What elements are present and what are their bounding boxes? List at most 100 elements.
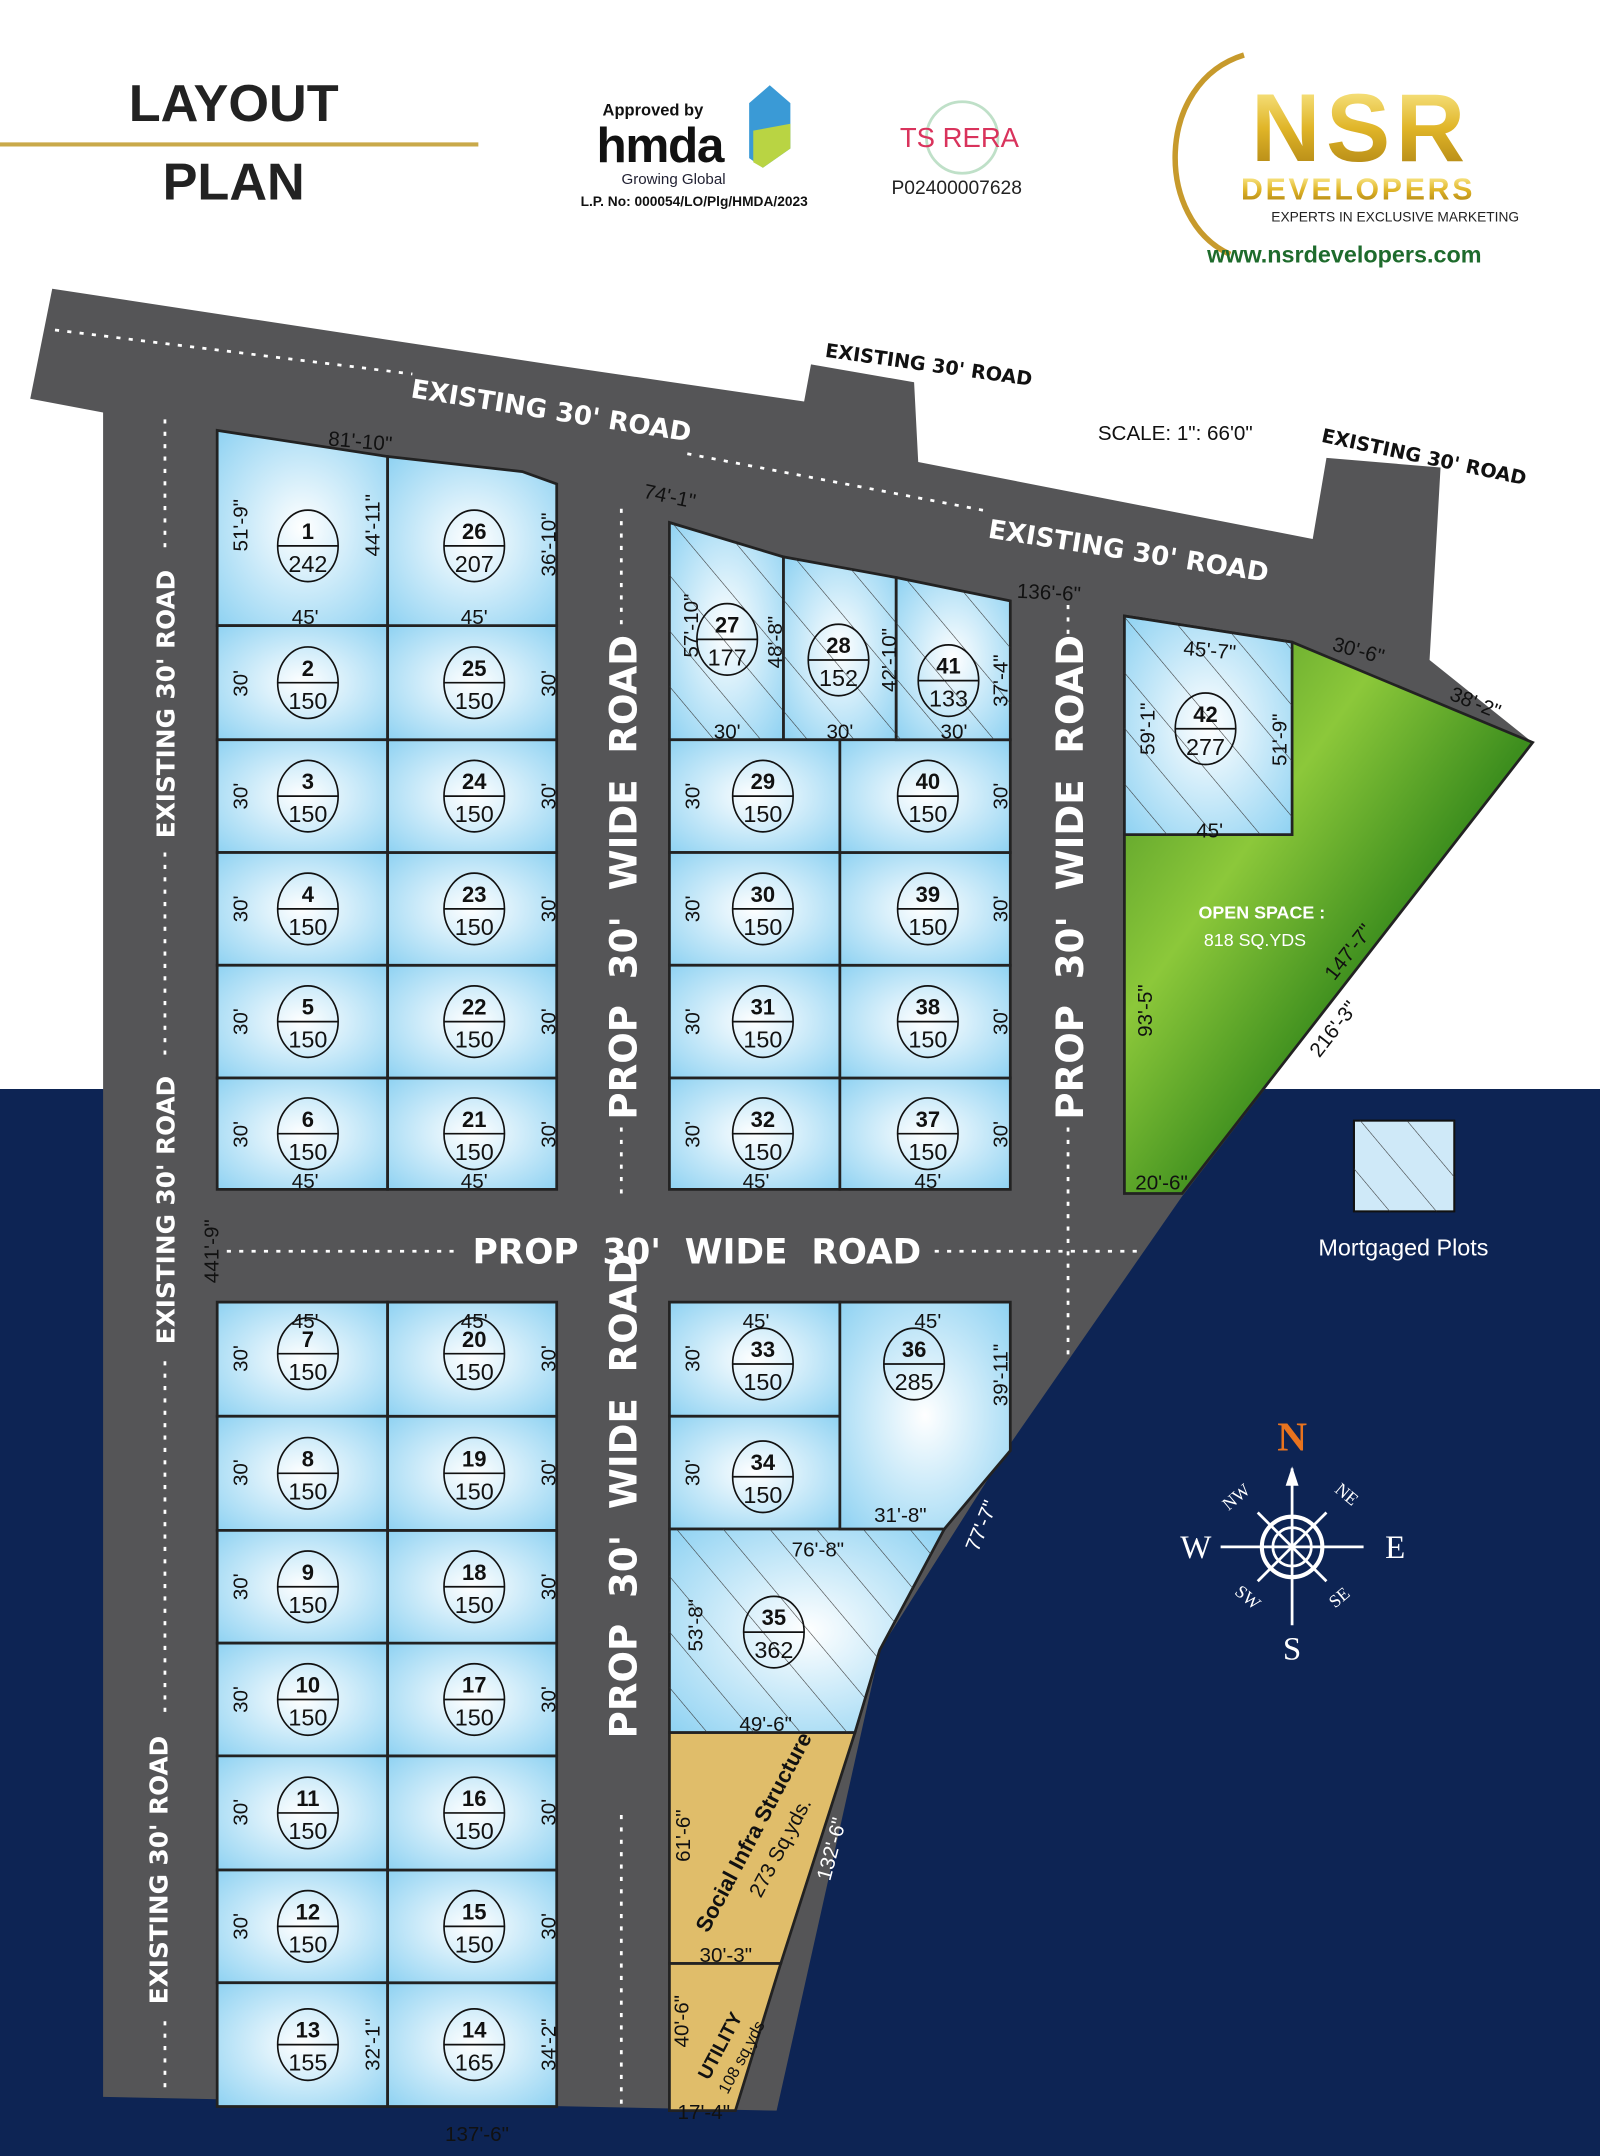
legend: Mortgaged Plots bbox=[1318, 1119, 1488, 1260]
plot-area: 150 bbox=[288, 1818, 327, 1844]
plot-area: 150 bbox=[743, 1369, 782, 1395]
plot-number: 12 bbox=[296, 1899, 320, 1924]
plot-area: 133 bbox=[929, 686, 968, 712]
plot-number: 1 bbox=[302, 519, 314, 544]
dimension-label: 30' bbox=[537, 1913, 560, 1940]
dimension-label: 31'-8" bbox=[874, 1504, 926, 1527]
mortgaged-hatch bbox=[669, 522, 784, 740]
hmda-approved-by: Approved by bbox=[603, 101, 705, 119]
plot-area: 150 bbox=[455, 801, 494, 827]
dimension-label: 30' bbox=[537, 1686, 560, 1713]
plot-area: 150 bbox=[455, 914, 494, 940]
dimension-label: 30' bbox=[990, 1008, 1013, 1035]
plot-shape[interactable] bbox=[838, 1300, 1012, 1531]
road-label-prop-vertical-2: PROP 30' WIDE ROAD bbox=[602, 1254, 645, 1739]
dimension-label: 30' bbox=[682, 1459, 705, 1486]
plot-shape[interactable] bbox=[386, 1300, 559, 1418]
developer-website[interactable]: www.nsrdevelopers.com bbox=[1206, 242, 1481, 268]
plot-number: 18 bbox=[462, 1560, 486, 1585]
dimension-label: 59'-1" bbox=[1137, 702, 1160, 755]
plot-area: 150 bbox=[288, 801, 327, 827]
page-title-line2: PLAN bbox=[163, 153, 305, 211]
plot-shape[interactable] bbox=[386, 454, 559, 627]
plot-number: 24 bbox=[462, 769, 487, 794]
dimension-label: 30' bbox=[990, 783, 1013, 810]
plot-number: 30 bbox=[751, 882, 775, 907]
dimension-label: 30' bbox=[537, 1345, 560, 1372]
dimension-label: 32'-1" bbox=[361, 2018, 384, 2071]
plot-number: 2 bbox=[302, 656, 314, 681]
developer-tagline: EXPERTS IN EXCLUSIVE MARKETING bbox=[1271, 209, 1519, 224]
hmda-logo: Approved by hmda Growing Global L.P. No:… bbox=[581, 85, 809, 209]
dimension-label: 51'-9" bbox=[229, 499, 252, 552]
dimension-label: 53'-8" bbox=[684, 1599, 707, 1652]
dimension-label: 30' bbox=[682, 1008, 705, 1035]
plot-area: 150 bbox=[743, 801, 782, 827]
plot-number: 28 bbox=[826, 633, 850, 658]
plot-number: 41 bbox=[936, 654, 960, 679]
dimension-label: 30' bbox=[537, 1573, 560, 1600]
mortgaged-hatch bbox=[669, 1529, 945, 1733]
page-title-line1: LAYOUT bbox=[129, 75, 339, 133]
dimension-label: 45' bbox=[914, 1310, 941, 1333]
dimension-label: 45' bbox=[292, 606, 319, 629]
plot-area: 285 bbox=[895, 1369, 934, 1395]
plot-number: 25 bbox=[462, 656, 486, 681]
dimension-label: 30' bbox=[229, 1459, 252, 1486]
dimension-label: 30' bbox=[682, 1345, 705, 1372]
rera-logo: TS RERA P02400007628 bbox=[891, 100, 1022, 199]
dimension-label: 30' bbox=[682, 1121, 705, 1148]
plot-area: 150 bbox=[743, 1482, 782, 1508]
plot-number: 29 bbox=[751, 769, 775, 794]
plot-area: 150 bbox=[455, 1027, 494, 1053]
dimension-label: 30' bbox=[229, 1345, 252, 1372]
dimension-label: 30' bbox=[714, 720, 741, 743]
plot-number: 39 bbox=[916, 882, 940, 907]
plot-number: 21 bbox=[462, 1107, 486, 1132]
dimension-label: 76'-8" bbox=[792, 1538, 844, 1561]
hmda-brand: hmda bbox=[597, 118, 725, 173]
dimension-label: 45' bbox=[1196, 819, 1223, 842]
plot-number: 6 bbox=[302, 1107, 314, 1132]
plot-area: 242 bbox=[288, 551, 327, 577]
plot-number: 3 bbox=[302, 769, 314, 794]
hmda-lp-number: L.P. No: 000054/LO/Plg/HMDA/2023 bbox=[581, 194, 809, 209]
dimension-label: 30' bbox=[229, 1573, 252, 1600]
plot-number: 27 bbox=[715, 612, 739, 637]
plot-number: 19 bbox=[462, 1446, 486, 1471]
